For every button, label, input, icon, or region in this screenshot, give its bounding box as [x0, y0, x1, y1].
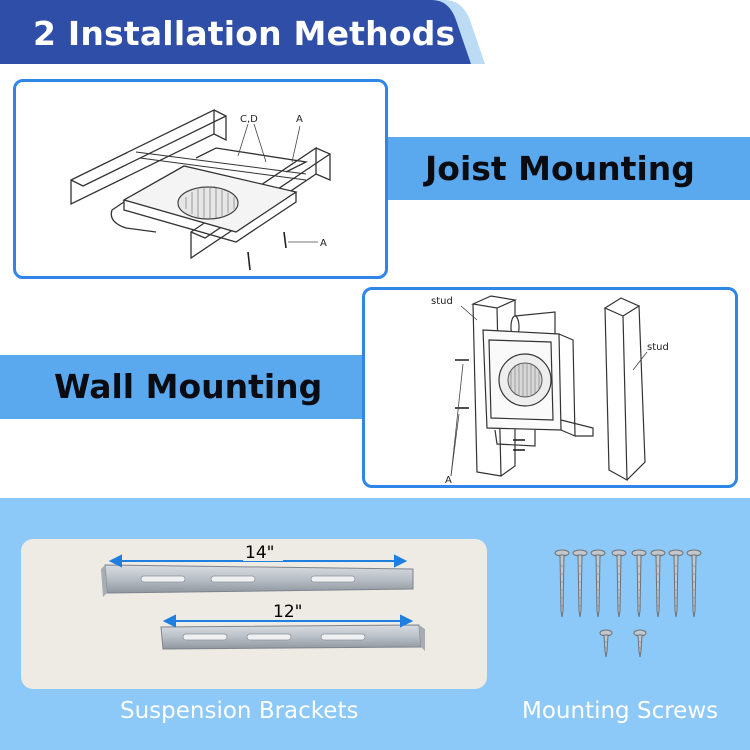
joist-mounting-band [388, 137, 750, 200]
brackets-photo: 14" 12" [21, 539, 487, 689]
wall-label-stud-left: stud [431, 296, 453, 307]
long-screw [668, 549, 684, 618]
joist-mounting-heading: Joist Mounting [425, 149, 695, 188]
page-title: 2 Installation Methods [33, 14, 456, 53]
wall-mounting-heading: Wall Mounting [54, 367, 323, 406]
joist-label-a-top: A [296, 114, 303, 125]
brackets-drawing: 14" 12" [101, 543, 425, 651]
wall-label-stud-right: stud [647, 342, 669, 353]
short-screw [599, 629, 613, 658]
joist-label-a-bottom: A [320, 238, 327, 249]
mounting-screws-drawing [554, 549, 702, 658]
long-screw [611, 549, 627, 618]
wall-mounting-drawing: stud stud A [431, 295, 669, 485]
title-banner [0, 0, 485, 64]
wall-label-a: A [445, 475, 452, 485]
joist-mounting-drawing: C,D A A [70, 108, 331, 271]
long-screw [650, 549, 666, 618]
mounting-screws-caption: Mounting Screws [522, 698, 719, 724]
short-screw [633, 629, 647, 658]
wall-mounting-diagram: stud stud A [362, 287, 738, 488]
long-screw [686, 549, 702, 618]
long-screw [631, 549, 647, 618]
suspension-brackets-caption: Suspension Brackets [120, 698, 359, 724]
bracket-length-12: 12" [273, 602, 302, 622]
wall-mounting-band [0, 355, 362, 419]
long-screw [554, 549, 570, 618]
joist-label-cd: C,D [240, 114, 258, 125]
bracket-length-14: 14" [245, 543, 274, 563]
joist-mounting-diagram: C,D A A [13, 79, 388, 279]
long-screw [572, 549, 588, 618]
long-screw [590, 549, 606, 618]
